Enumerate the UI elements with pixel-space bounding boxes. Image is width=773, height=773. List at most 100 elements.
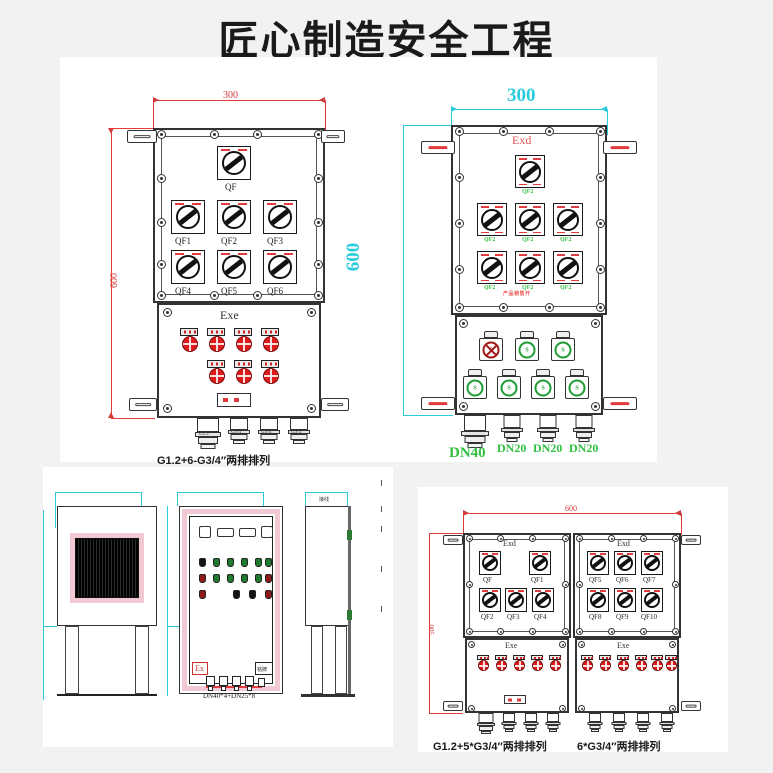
cable-gland: [545, 713, 560, 732]
pilot-lamp[interactable]: [265, 558, 272, 567]
indicator-lamp[interactable]: [234, 328, 254, 354]
indicator-lamp[interactable]: [495, 655, 508, 673]
pilot-lamp[interactable]: [255, 558, 262, 567]
gland-label-dn20-3: DN20: [569, 441, 599, 455]
switch-qf4[interactable]: [171, 250, 205, 284]
switch-br-qf[interactable]: [479, 551, 501, 575]
socket-green[interactable]: S: [497, 369, 521, 399]
pilot-lamp[interactable]: [265, 574, 272, 583]
pilot-lamp[interactable]: [199, 558, 206, 567]
switch-tr-r1c3[interactable]: [553, 203, 583, 236]
switch-label-br-qf5: QF5: [589, 576, 602, 584]
indicator-lamp[interactable]: [261, 328, 281, 354]
switch-br-qf6[interactable]: [614, 551, 636, 575]
switch-label-br-qf10: QF10: [641, 613, 657, 621]
left-unit-exe-label: Exe: [505, 641, 518, 650]
cable-gland: [659, 713, 674, 732]
switch-tr-r1c2[interactable]: [515, 203, 545, 236]
switch-br-qf2[interactable]: [479, 588, 501, 612]
socket-green[interactable]: S: [565, 369, 589, 399]
pilot-lamp[interactable]: [255, 574, 262, 583]
pilot-lamp[interactable]: [227, 558, 234, 567]
switch-br-qf4[interactable]: [532, 588, 554, 612]
pilot-lamp[interactable]: [241, 558, 248, 567]
switch-qf1[interactable]: [171, 200, 205, 234]
dim-width-top-left: 300: [223, 90, 238, 101]
switch-qf2[interactable]: [217, 200, 251, 234]
socket-green[interactable]: S: [551, 331, 575, 361]
caption-bottom-right-right: 6*G3/4″两排排列: [577, 741, 661, 753]
pilot-lamp[interactable]: [233, 590, 240, 599]
indicator-lamp[interactable]: [635, 655, 648, 673]
switch-br-qf5[interactable]: [587, 551, 609, 575]
mount-lug: [603, 141, 637, 154]
dim-width-top-right: 300: [507, 85, 536, 106]
cabinet-leg: [65, 626, 79, 694]
pilot-lamp[interactable]: [199, 574, 206, 583]
switch-tr-r2c2[interactable]: [515, 251, 545, 284]
indicator-lamp[interactable]: [549, 655, 562, 673]
indicator-lamp[interactable]: [581, 655, 594, 673]
ex-mark-text: Ex: [195, 664, 204, 673]
switch-main-tr[interactable]: [515, 155, 545, 188]
switch-label-qf5: QF5: [221, 286, 238, 296]
switch-label-br-qf8: QF8: [589, 613, 602, 621]
indicator-lamp[interactable]: [207, 360, 227, 386]
switch-label-qf4: QF4: [175, 286, 192, 296]
indicator-lamp[interactable]: [207, 328, 227, 354]
switch-qf6[interactable]: [263, 250, 297, 284]
switch-label-br-qf6: QF6: [616, 576, 629, 584]
indicator-lamp[interactable]: [531, 655, 544, 673]
pilot-lamp[interactable]: [227, 574, 234, 583]
switch-br-qf7[interactable]: [641, 551, 663, 575]
socket-green[interactable]: S: [515, 331, 539, 361]
pilot-lamp[interactable]: [241, 574, 248, 583]
pilot-lamp[interactable]: [265, 590, 272, 599]
mount-lug: [681, 535, 701, 545]
socket-red[interactable]: S: [479, 331, 503, 361]
indicator-lamp[interactable]: [234, 360, 254, 386]
switch-qf5[interactable]: [217, 250, 251, 284]
panel-button[interactable]: [217, 528, 234, 537]
panel-button[interactable]: [239, 528, 256, 537]
cable-gland: [477, 713, 495, 734]
indicator-lamp[interactable]: [513, 655, 526, 673]
panel-button[interactable]: [199, 526, 211, 538]
switch-qf[interactable]: [217, 146, 251, 180]
socket-green[interactable]: S: [463, 369, 487, 399]
indicator-lamp[interactable]: [477, 655, 490, 673]
switch-tr-r2c1[interactable]: [477, 251, 507, 284]
switch-br-qf3[interactable]: [505, 588, 527, 612]
gland-label: G3/4": [261, 430, 274, 435]
switch-label-qf2: QF2: [221, 236, 238, 246]
pilot-lamp[interactable]: [213, 558, 220, 567]
lower-enclosure-tr: [455, 315, 603, 415]
switch-br-qf9[interactable]: [614, 588, 636, 612]
pilot-lamp[interactable]: [199, 590, 206, 599]
indicator-lamp[interactable]: [599, 655, 612, 673]
mount-lug: [421, 141, 455, 154]
figure-bottom-right: 600 500 Exd QF QF1: [425, 495, 725, 765]
dim-height-bottom-right: 500: [428, 624, 436, 636]
indicator-lamp[interactable]: [261, 360, 281, 386]
switch-label-tr-r2c2: QF2: [522, 285, 534, 291]
mount-lug: [421, 397, 455, 410]
indicator-lamp[interactable]: [617, 655, 630, 673]
switch-qf3[interactable]: [263, 200, 297, 234]
switch-tr-r1c1[interactable]: [477, 203, 507, 236]
switch-br-qf1[interactable]: [529, 551, 551, 575]
socket-green[interactable]: S: [531, 369, 555, 399]
pilot-lamp[interactable]: [213, 574, 220, 583]
indicator-lamp[interactable]: [651, 655, 664, 673]
switch-label-br-qf: QF: [483, 576, 492, 584]
indicator-lamp[interactable]: [180, 328, 200, 354]
panel-button[interactable]: [261, 526, 273, 538]
page-title: 匠心制造安全工程: [218, 19, 555, 63]
indicator-lamp[interactable]: [665, 655, 678, 673]
switch-br-qf8[interactable]: [587, 588, 609, 612]
pilot-lamp[interactable]: [249, 590, 256, 599]
mount-lug: [321, 130, 345, 143]
right-unit-upper-enclosure: [573, 533, 681, 638]
switch-tr-r2c3[interactable]: [553, 251, 583, 284]
switch-br-qf10[interactable]: [641, 588, 663, 612]
